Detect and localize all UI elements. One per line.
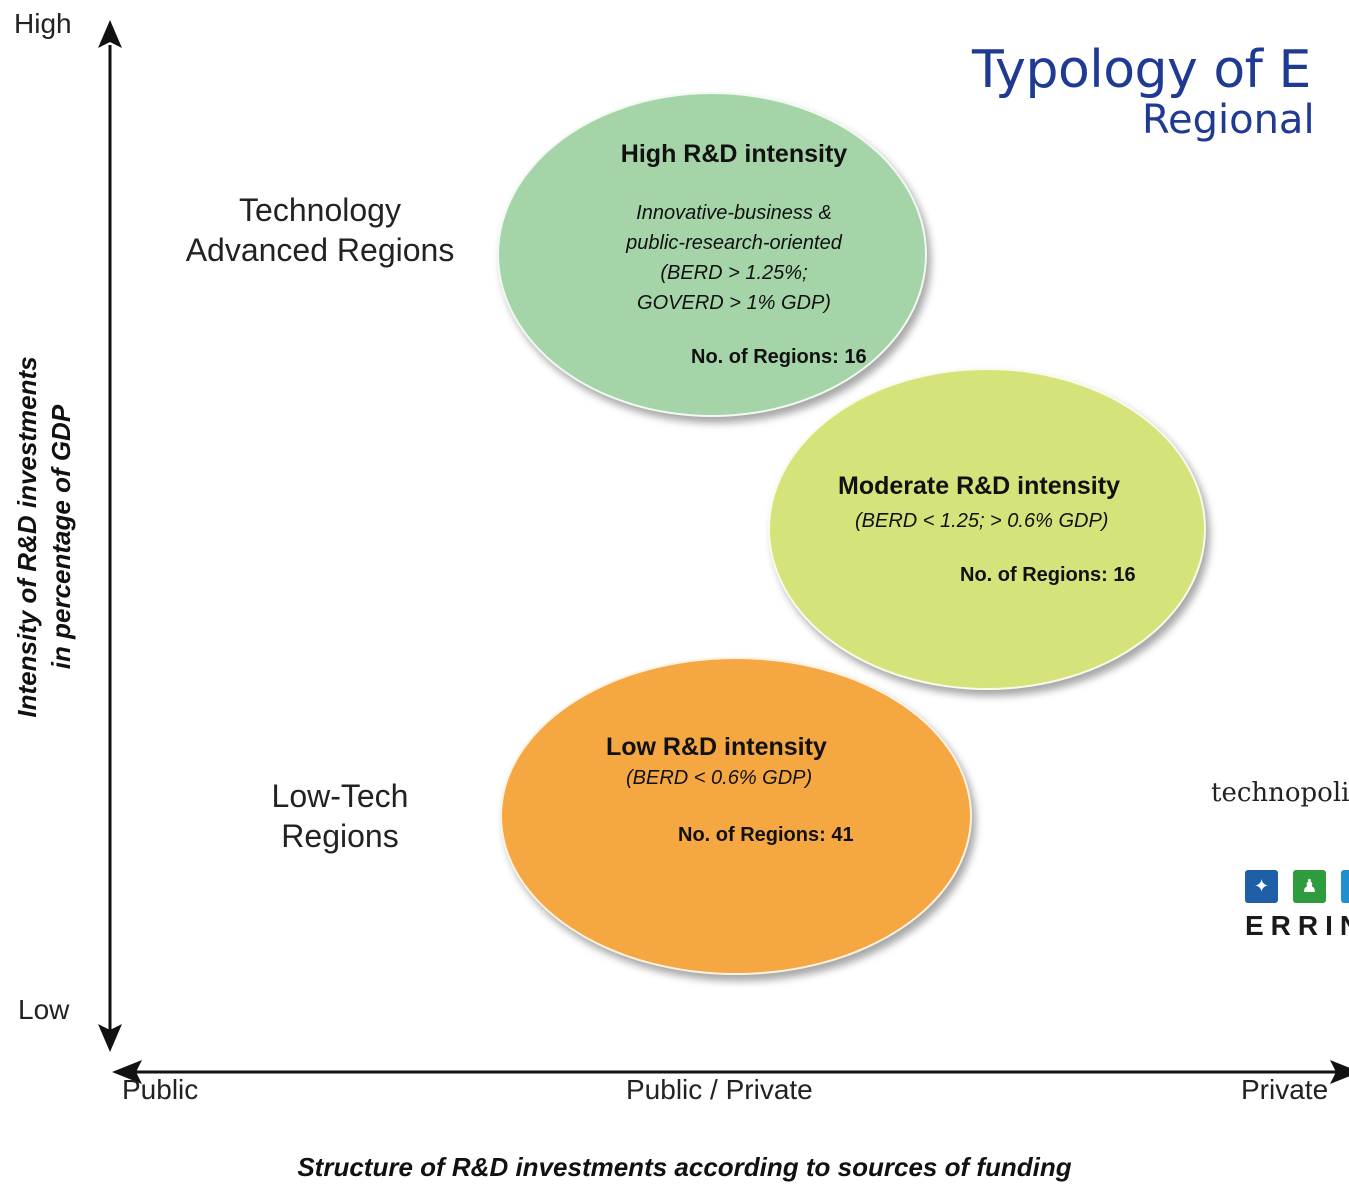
technopolis-logo: technopolis (1211, 778, 1349, 808)
cluster-high-desc-line1: Innovative-business & (636, 202, 832, 224)
cluster-low-description: (BERD < 0.6% GDP) (626, 763, 812, 793)
page-title: Typology of E Regional (970, 40, 1349, 190)
region-label-tech-line1: Technology (239, 192, 401, 228)
region-label-low-line2: Regions (281, 818, 399, 854)
y-axis-arrow-up (98, 20, 122, 48)
cluster-low-ellipse: Low R&D intensity (BERD < 0.6% GDP) No. … (500, 657, 972, 975)
y-axis-title-line1: Intensity of R&D investments (12, 356, 42, 718)
errin-logo-icons: ✦ ♟ (1245, 870, 1349, 910)
cluster-high-count: No. of Regions: 16 (691, 346, 867, 368)
cluster-moderate-count: No. of Regions: 16 (960, 564, 1136, 586)
errin-logo-text: ERRIN (1245, 910, 1349, 941)
region-label-low-line1: Low-Tech (271, 778, 409, 814)
cluster-high-ellipse: High R&D intensity Innovative-business &… (497, 92, 927, 417)
person-icon: ♟ (1293, 870, 1326, 903)
region-label-tech-advanced: Technology Advanced Regions (160, 190, 480, 270)
cluster-high-description: Innovative-business & public-research-or… (499, 198, 925, 318)
cluster-moderate-description: (BERD < 1.25; > 0.6% GDP) (855, 506, 1108, 536)
cluster-moderate-ellipse: Moderate R&D intensity (BERD < 1.25; > 0… (768, 368, 1206, 690)
cluster-low-desc-line1: (BERD < 0.6% GDP) (626, 767, 813, 789)
x-axis-arrow-right (1330, 1060, 1349, 1084)
y-axis-high-label: High (14, 8, 72, 39)
cluster-low-title: Low R&D intensity (606, 733, 827, 761)
cluster-high-title: High R&D intensity (620, 140, 848, 168)
title-sub: Regional (1142, 97, 1315, 143)
y-axis-title: Intensity of R&D investments in percenta… (10, 187, 90, 887)
cluster-high-desc-line3: (BERD > 1.25%; (660, 262, 808, 284)
cluster-moderate-title: Moderate R&D intensity (838, 472, 1120, 500)
x-axis-public-private-label: Public / Private (626, 1074, 813, 1105)
x-axis-title: Structure of R&D investments according t… (297, 1152, 1072, 1182)
x-axis-public-label: Public (122, 1074, 199, 1105)
cluster-high-desc-line4: GOVERD > 1% GDP) (637, 292, 831, 314)
title-main: Typology of E (972, 40, 1311, 100)
x-axis-arrow-left (112, 1060, 142, 1084)
square-icon (1341, 870, 1349, 903)
region-label-tech-line2: Advanced Regions (185, 232, 455, 268)
cluster-low-count: No. of Regions: 41 (678, 824, 854, 846)
cluster-high-desc-line2: public-research-oriented (626, 232, 842, 254)
star-flag-icon: ✦ (1245, 870, 1278, 903)
y-axis-arrow-down (98, 1024, 122, 1052)
y-axis-low-label: Low (18, 994, 70, 1025)
region-label-low-tech: Low-Tech Regions (200, 776, 480, 856)
cluster-moderate-desc-line1: (BERD < 1.25; > 0.6% GDP) (855, 510, 1109, 532)
x-axis-private-label: Private (1241, 1074, 1329, 1105)
y-axis-title-line2: in percentage of GDP (46, 404, 76, 670)
